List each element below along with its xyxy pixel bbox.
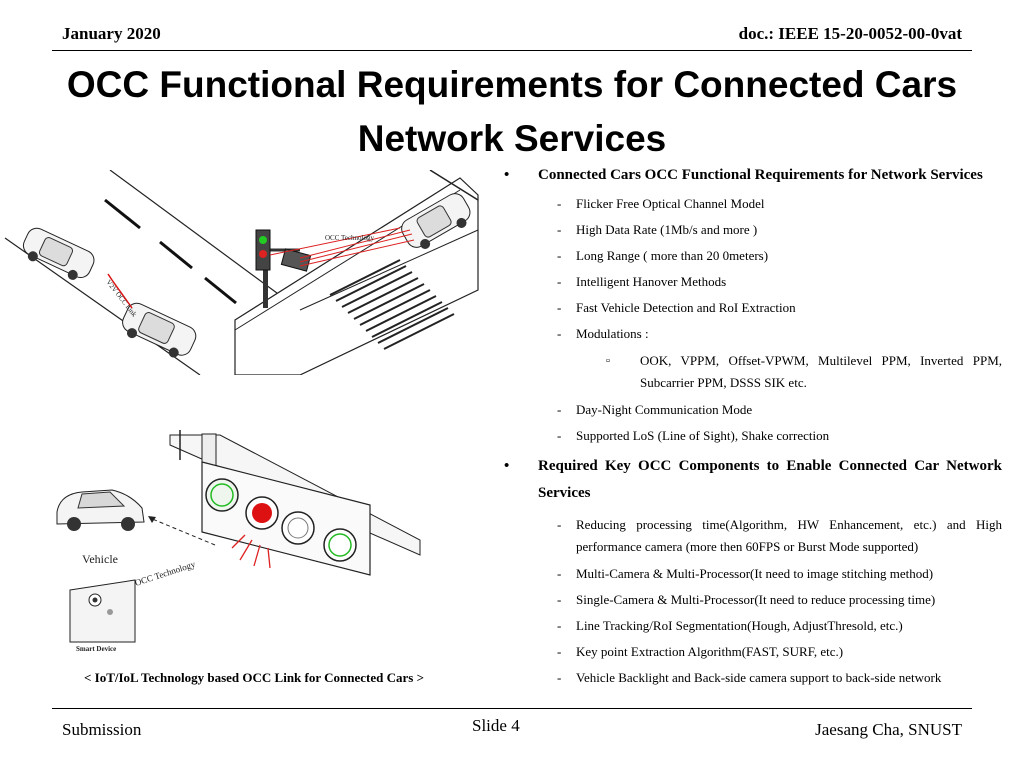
traffic-light-occ-illustration: Vehicle OCC Technology Smart Device xyxy=(56,430,421,653)
smart-device-icon xyxy=(69,579,136,643)
header-rule xyxy=(52,50,972,51)
list-item: -High Data Rate (1Mb/s and more ) xyxy=(557,222,758,237)
car-icon xyxy=(56,489,145,531)
car-icon xyxy=(401,193,471,249)
car-icon xyxy=(22,227,95,280)
list-item: -Multi-Camera & Multi-Processor(It need … xyxy=(557,566,934,581)
light-lens-icon xyxy=(281,511,315,545)
list-item: -Vehicle Backlight and Back-side camera … xyxy=(557,670,942,685)
list-item: -Flicker Free Optical Channel Model xyxy=(557,196,765,211)
car-icon xyxy=(122,302,197,358)
header-date: January 2020 xyxy=(62,24,161,43)
vehicle-label: Vehicle xyxy=(82,552,118,566)
list-item: -Long Range ( more than 20 0meters) xyxy=(557,248,769,263)
sub-list-item: ▫OOK, VPPM, Offset-VPWM, Multilevel PPM,… xyxy=(606,353,1002,390)
list-item: -Intelligent Hanover Methods xyxy=(557,274,727,289)
list-item: -Day-Night Communication Mode xyxy=(557,402,753,417)
bullet-marker: • xyxy=(504,458,510,474)
slide-number: Slide 4 xyxy=(472,716,520,735)
list-item: -Line Tracking/RoI Segmentation(Hough, A… xyxy=(557,618,903,633)
section-heading-functional-requirements: • Connected Cars OCC Functional Requirem… xyxy=(500,162,1002,189)
v2v-occ-link-label: V2V OCC Link xyxy=(104,278,138,318)
list-item: - Fast Vehicle Detection and RoI Extract… xyxy=(557,300,796,315)
footer-author: Jaesang Cha, SNUST xyxy=(815,720,962,739)
footer-submission: Submission xyxy=(62,720,142,739)
occ-technology-label: OCC Technology xyxy=(134,559,197,588)
requirements-content: • Connected Cars OCC Functional Requirem… xyxy=(500,162,1002,691)
list-item: -Reducing processing time(Algorithm, HW … xyxy=(557,517,1002,554)
list-item: -Supported LoS (Line of Sight), Shake co… xyxy=(557,428,830,443)
list-item: -Modulations : xyxy=(557,326,649,341)
slide-title: OCC Functional Requirements for Connecte… xyxy=(0,58,1024,166)
smart-device-label: Smart Device xyxy=(76,645,116,653)
slide-title-line2: Network Services xyxy=(357,118,667,159)
figure-caption: < IoT/IoL Technology based OCC Link for … xyxy=(84,670,424,685)
slide-title-line1: OCC Functional Requirements for Connecte… xyxy=(66,64,958,105)
section-heading-key-components: • Required Key OCC Components to Enable … xyxy=(500,453,1002,507)
header-doc-id: doc.: IEEE 15-20-0052-00-0vat xyxy=(738,24,962,43)
footer-rule xyxy=(52,708,972,709)
occ-technology-label: OCC Technology xyxy=(325,234,374,242)
bullet-marker: • xyxy=(504,167,510,183)
list-item: -Single-Camera & Multi-Processor(It need… xyxy=(557,592,936,607)
road-intersection-illustration: V2V OCC Link OCC Technology xyxy=(4,170,479,375)
list-item: -Key point Extraction Algorithm(FAST, SU… xyxy=(557,644,844,659)
